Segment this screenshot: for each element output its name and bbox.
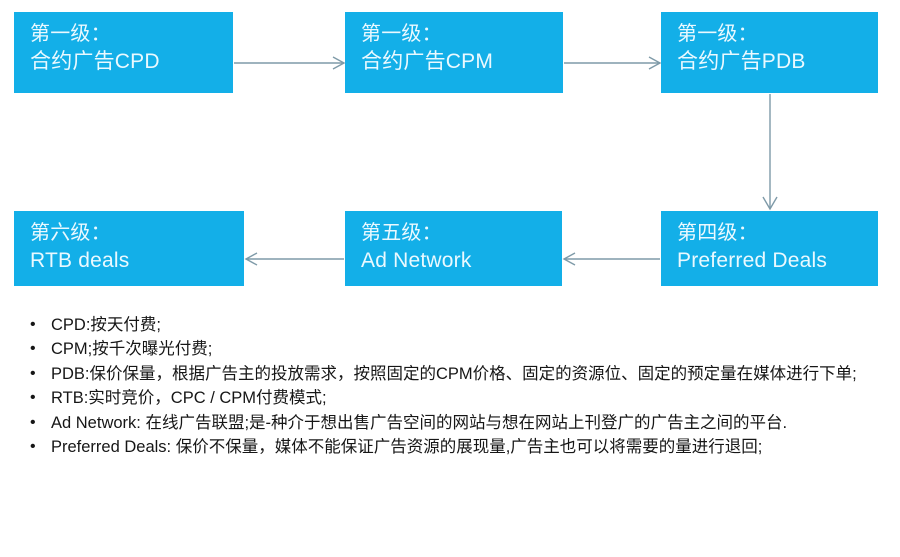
flow-box-pdb-level: 第一级：: [677, 23, 758, 45]
flow-box-ad-network-level: 第五级：: [361, 222, 442, 244]
flow-box-cpd[interactable]: 第一级： 合约广告CPD: [14, 12, 233, 93]
arrow-adn-to-rtb: [244, 252, 344, 266]
arrow-cpd-to-cpm: [234, 56, 346, 70]
flow-box-preferred-deals-level: 第四级：: [677, 222, 758, 244]
flow-box-pdb[interactable]: 第一级： 合约广告PDB: [661, 12, 878, 93]
flow-box-preferred-deals-name: Preferred Deals: [677, 249, 828, 272]
arrow-pref-to-adn: [562, 252, 660, 266]
flow-box-preferred-deals[interactable]: 第四级： Preferred Deals: [661, 211, 878, 286]
list-item: • PDB:保价保量，根据广告主的投放需求，按照固定的CPM价格、固定的资源位、…: [18, 363, 882, 386]
list-item: • CPM;按千次曝光付费;: [18, 338, 882, 361]
flow-box-cpd-level: 第一级：: [30, 23, 111, 45]
bullet-icon: •: [30, 389, 36, 407]
bullet-icon: •: [30, 316, 36, 333]
glossary-notes: • CPD:按天付费; • CPM;按千次曝光付费; • PDB:保价保量，根据…: [18, 314, 882, 461]
list-item-text: Preferred Deals: 保价不保量，媒体不能保证广告资源的展现量,广告…: [51, 438, 763, 457]
bullet-icon: •: [30, 364, 36, 382]
flow-box-rtb-deals-name: RTB deals: [30, 249, 130, 272]
glossary-list: • CPD:按天付费; • CPM;按千次曝光付费; • PDB:保价保量，根据…: [18, 314, 882, 460]
list-item-text: CPM;按千次曝光付费;: [51, 340, 213, 359]
flow-box-cpm-name: 合约广告CPM: [361, 50, 494, 73]
list-item: • Ad Network: 在线广告联盟;是-种介于想出售广告空间的网站与想在网…: [18, 412, 882, 435]
list-item: • RTB:实时竞价，CPC / CPM付费模式;: [18, 387, 882, 410]
list-item-text: Ad Network: 在线广告联盟;是-种介于想出售广告空间的网站与想在网站上…: [51, 413, 788, 432]
flow-box-pdb-name: 合约广告PDB: [677, 50, 806, 73]
list-item: • CPD:按天付费;: [18, 314, 882, 337]
flow-box-rtb-deals[interactable]: 第六级： RTB deals: [14, 211, 244, 286]
arrow-cpm-to-pdb: [564, 56, 662, 70]
flow-box-ad-network[interactable]: 第五级： Ad Network: [345, 211, 562, 286]
bullet-icon: •: [30, 438, 36, 456]
arrow-pdb-to-pref: [762, 94, 778, 211]
flow-box-rtb-deals-level: 第六级：: [30, 222, 111, 244]
bullet-icon: •: [30, 413, 36, 431]
flow-box-cpd-name: 合约广告CPD: [30, 50, 160, 73]
list-item-text: PDB:保价保量，根据广告主的投放需求，按照固定的CPM价格、固定的资源位、固定…: [51, 364, 857, 383]
bullet-icon: •: [30, 340, 36, 358]
flow-box-ad-network-name: Ad Network: [361, 249, 472, 272]
list-item: • Preferred Deals: 保价不保量，媒体不能保证广告资源的展现量,…: [18, 436, 882, 459]
flow-box-cpm[interactable]: 第一级： 合约广告CPM: [345, 12, 563, 93]
list-item-text: RTB:实时竞价，CPC / CPM付费模式;: [51, 389, 327, 408]
flow-box-cpm-level: 第一级：: [361, 23, 442, 45]
list-item-text: CPD:按天付费;: [51, 316, 162, 334]
